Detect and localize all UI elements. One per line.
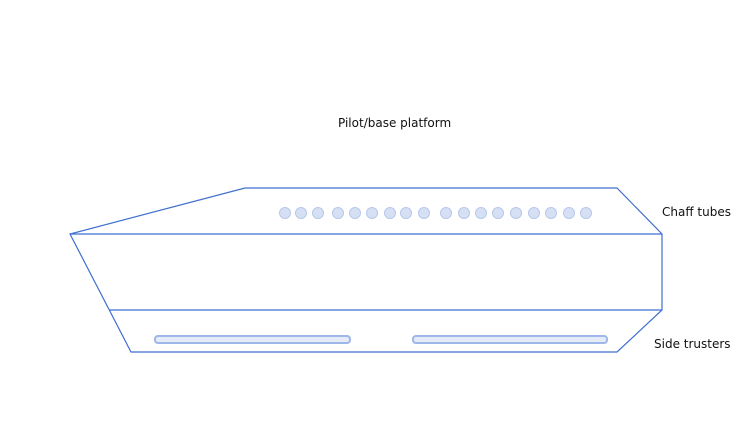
chaff-tube (349, 207, 361, 219)
chaff-tube (492, 207, 504, 219)
chaff-tube (458, 207, 470, 219)
side-thrusters-label: Side trusters (654, 337, 731, 351)
chaff-tube (528, 207, 540, 219)
chaff-tubes-label: Chaff tubes (662, 205, 731, 219)
chaff-tube (418, 207, 430, 219)
side-thruster (154, 335, 351, 344)
chaff-tube (545, 207, 557, 219)
platform-title: Pilot/base platform (338, 116, 452, 130)
chaff-tube-row (279, 207, 592, 219)
hull-outline (69, 187, 663, 353)
chaff-tube (295, 207, 307, 219)
chaff-tube (366, 207, 378, 219)
chaff-tube (400, 207, 412, 219)
chaff-tube (563, 207, 575, 219)
chaff-tube (475, 207, 487, 219)
chaff-tube (312, 207, 324, 219)
chaff-tube (580, 207, 592, 219)
chaff-tube (332, 207, 344, 219)
thruster-group (154, 335, 608, 344)
chaff-tube (384, 207, 396, 219)
chaff-tube (279, 207, 291, 219)
side-thruster (412, 335, 608, 344)
chaff-tube (440, 207, 452, 219)
chaff-tube (510, 207, 522, 219)
